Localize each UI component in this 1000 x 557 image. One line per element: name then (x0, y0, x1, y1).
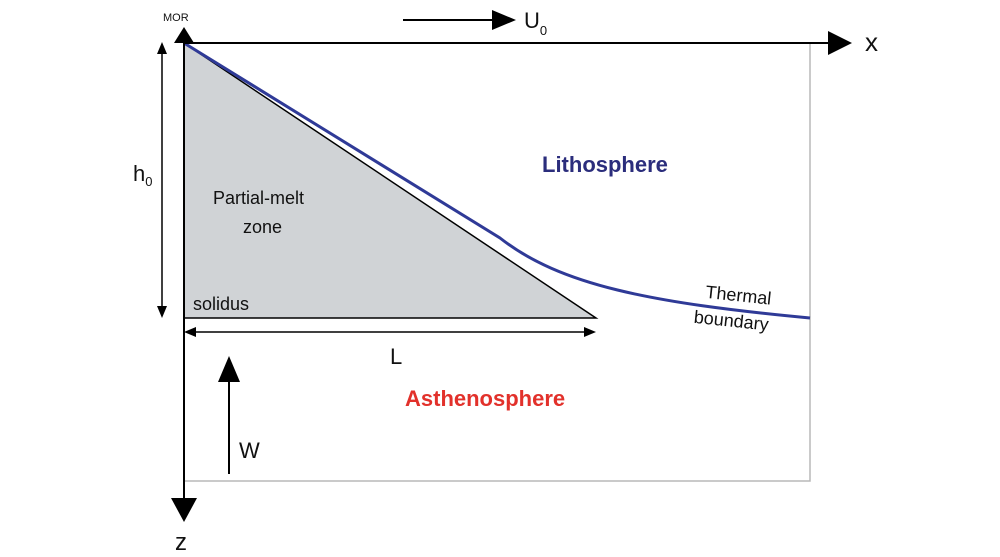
thickness-h-arrowhead-bottom (157, 306, 167, 318)
mor-label: MOR (163, 12, 189, 24)
mor-marker (174, 27, 194, 43)
partial-melt-label: Partial-melt zone (213, 188, 309, 237)
z-axis-label: z (175, 529, 187, 556)
velocity-u-arrowhead (492, 10, 516, 30)
length-arrowhead-right (584, 327, 596, 337)
x-axis-arrowhead (828, 31, 852, 55)
z-axis-arrowhead (171, 498, 197, 522)
partial-melt-zone (183, 41, 599, 319)
x-axis-label: x (865, 27, 878, 57)
upwelling-label: W (239, 438, 260, 463)
velocity-u-subscript: 0 (540, 23, 547, 38)
asthenosphere-label: Asthenosphere (405, 386, 565, 411)
length-arrowhead-left (184, 327, 196, 337)
upwelling-arrowhead (218, 356, 240, 382)
thickness-h-arrowhead-top (157, 42, 167, 54)
thickness-h-subscript: 0 (145, 174, 152, 189)
length-label: L (390, 344, 402, 369)
thermal-boundary-label: Thermal boundary (693, 281, 777, 335)
thermal-boundary-curve (183, 41, 811, 320)
svg-text:Thermal boundary: Thermal boundary (693, 281, 777, 335)
solidus-label: solidus (193, 294, 249, 314)
lithosphere-label: Lithosphere (542, 152, 668, 177)
velocity-u-label: U0 (524, 8, 547, 38)
thickness-h-label: h0 (133, 161, 152, 189)
